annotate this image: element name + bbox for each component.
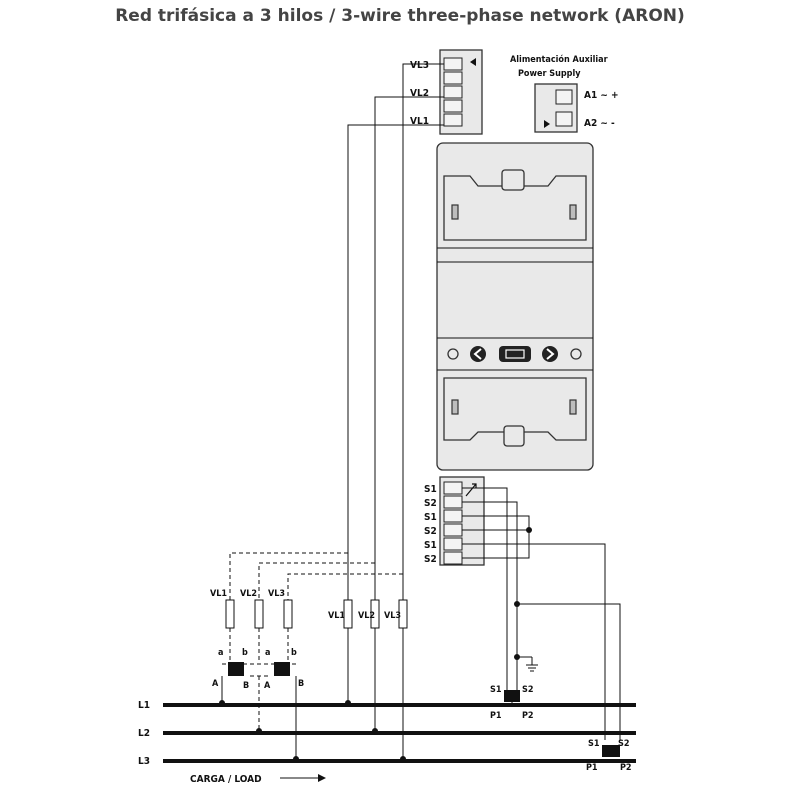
ct1-label-s2: S2 [522, 685, 533, 695]
ct1-label-p1: P1 [490, 711, 502, 721]
power-supply-label-es: Alimentación Auxiliar [510, 54, 608, 65]
vt-fuse-label-vl3: VL3 [268, 589, 285, 599]
ct1-label-s1: S1 [490, 685, 502, 695]
ct2-label-p1: P1 [586, 763, 598, 773]
ct1-label-p2: P2 [522, 711, 534, 721]
vt2-label-a-upper: A [264, 681, 271, 691]
arrow-left-icon [470, 58, 476, 66]
terminal-label-s1-b: S1 [424, 512, 437, 523]
line-label-l3: L3 [138, 756, 150, 767]
power-supply-label-en: Power Supply [518, 69, 581, 79]
three-phase-lines: L1 L2 L3 [138, 700, 636, 767]
vt-fuse-label-vl1: VL1 [210, 589, 227, 599]
line-label-l2: L2 [138, 728, 150, 739]
direct-fuse-label-vl1: VL1 [328, 611, 345, 621]
ct2-label-s2: S2 [618, 739, 629, 749]
power-icon [447, 348, 459, 360]
terminal-label-vl3: VL3 [410, 60, 429, 71]
voltage-terminal-block: VL3 VL2 VL1 [410, 49, 483, 135]
terminal-label-s1-a: S1 [424, 484, 437, 495]
current-transformer-1: S1 S2 P1 P2 [490, 685, 534, 721]
arrow-right-icon [544, 120, 550, 128]
vt2-label-b-upper: B [298, 679, 304, 689]
terminal-label-vl2: VL2 [410, 88, 429, 99]
terminal-label-vl1: VL1 [410, 116, 429, 127]
diagram-title: Red trifásica a 3 hilos / 3-wire three-p… [115, 6, 685, 26]
vt1-label-b-upper: B [243, 681, 249, 691]
voltage-transformer-1 [228, 662, 244, 676]
arrow-right-icon [318, 774, 326, 782]
menu-button[interactable] [499, 346, 531, 362]
right-arrow-button[interactable] [542, 346, 558, 362]
voltage-wiring [345, 63, 444, 762]
current-transformer-2: S1 S2 P1 P2 [586, 739, 632, 773]
direct-fuses: VL1 VL2 VL3 [328, 599, 408, 629]
voltage-transformer-2 [274, 662, 290, 676]
terminal-label-s2-a: S2 [424, 498, 437, 509]
current-terminal-block: S1 S2 S1 S2 S1 S2 [424, 476, 485, 566]
vt1-label-a-upper: A [212, 679, 219, 689]
terminal-label-s2-b: S2 [424, 526, 437, 537]
vt-fuse-label-vl2: VL2 [240, 589, 257, 599]
vt2-label-b-lower: b [291, 648, 297, 658]
ct2-label-p2: P2 [620, 763, 632, 773]
direct-fuse-label-vl3: VL3 [384, 611, 401, 621]
communication-icon [570, 348, 582, 360]
power-supply-block: Alimentación Auxiliar Power Supply A1 ~ … [510, 54, 619, 133]
direct-fuse-label-vl2: VL2 [358, 611, 375, 621]
left-arrow-button[interactable] [470, 346, 486, 362]
terminal-label-a2: A2 ~ - [584, 118, 615, 129]
vt2-label-a-lower: a [265, 648, 270, 658]
terminal-label-s1-c: S1 [424, 540, 437, 551]
ct2-label-s1: S1 [588, 739, 600, 749]
load-indicator: CARGA / LOAD [190, 774, 326, 785]
power-analyzer-device [436, 142, 594, 471]
terminal-label-s2-c: S2 [424, 554, 437, 565]
arrow-up-right-icon [465, 483, 477, 497]
vt1-label-a-lower: a [218, 648, 223, 658]
terminal-label-a1: A1 ~ + [584, 90, 619, 101]
vt1-label-b-lower: b [242, 648, 248, 658]
load-label: CARGA / LOAD [190, 774, 262, 785]
current-wiring [462, 487, 621, 740]
line-label-l1: L1 [138, 700, 150, 711]
